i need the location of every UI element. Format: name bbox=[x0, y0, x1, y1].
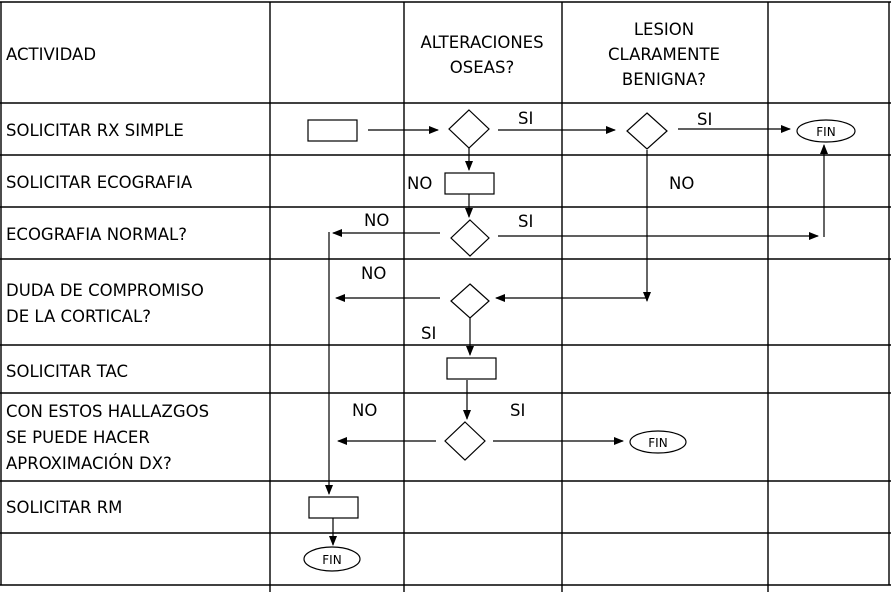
label-no-lesion: NO bbox=[669, 174, 694, 193]
decision-alteraciones-oseas bbox=[448, 109, 490, 149]
terminal-fin-hallazgos: FIN bbox=[629, 430, 687, 454]
header-actividad: ACTIVIDAD bbox=[6, 45, 96, 64]
label-no-ecografia: NO bbox=[364, 211, 389, 230]
decision-duda-cortical bbox=[450, 283, 490, 319]
process-box-ecografia bbox=[444, 172, 495, 195]
terminal-fin-top: FIN bbox=[796, 119, 856, 143]
activity-hallazgos-line2: SE PUEDE HACER bbox=[6, 428, 150, 447]
process-box-rm bbox=[308, 496, 359, 519]
process-box-rx bbox=[307, 119, 358, 142]
activity-duda-line2: DE LA CORTICAL? bbox=[6, 307, 151, 326]
decision-hallazgos bbox=[444, 421, 486, 461]
label-no-alteraciones: NO bbox=[407, 174, 432, 193]
decision-lesion-benigna bbox=[626, 112, 668, 150]
flow-arrows bbox=[325, 125, 828, 546]
fin-bottom-label: FIN bbox=[322, 553, 341, 567]
label-no-cortical: NO bbox=[361, 264, 386, 283]
process-box-tac bbox=[446, 357, 497, 380]
label-no-hallazgos: NO bbox=[352, 401, 377, 420]
label-si-hallazgos: SI bbox=[510, 401, 525, 420]
label-si-cortical: SI bbox=[421, 324, 436, 343]
activity-ecografia-normal: ECOGRAFIA NORMAL? bbox=[6, 225, 187, 244]
label-si-lesion: SI bbox=[697, 110, 712, 129]
activity-rx-simple: SOLICITAR RX SIMPLE bbox=[6, 121, 184, 140]
header-lesion-line3: BENIGNA? bbox=[622, 70, 706, 89]
activity-duda-line1: DUDA DE COMPROMISO bbox=[6, 281, 204, 300]
header-lesion-line1: LESION bbox=[634, 20, 694, 39]
activity-hallazgos-line3: APROXIMACIÓN DX? bbox=[6, 454, 172, 473]
fin-hallazgos-label: FIN bbox=[648, 436, 667, 450]
label-si-ecografia: SI bbox=[518, 212, 533, 231]
terminal-fin-bottom: FIN bbox=[303, 546, 361, 572]
fin-top-label: FIN bbox=[816, 125, 835, 139]
label-si-alteraciones: SI bbox=[518, 109, 533, 128]
header-lesion-line2: CLARAMENTE bbox=[608, 45, 720, 64]
activity-ecografia: SOLICITAR ECOGRAFIA bbox=[6, 173, 193, 192]
decision-ecografia-normal bbox=[450, 219, 490, 257]
activity-rm: SOLICITAR RM bbox=[6, 498, 122, 517]
header-alteraciones-line2: OSEAS? bbox=[450, 58, 514, 77]
activity-tac: SOLICITAR TAC bbox=[6, 362, 128, 381]
header-alteraciones-line1: ALTERACIONES bbox=[420, 33, 543, 52]
activity-hallazgos-line1: CON ESTOS HALLAZGOS bbox=[6, 402, 209, 421]
